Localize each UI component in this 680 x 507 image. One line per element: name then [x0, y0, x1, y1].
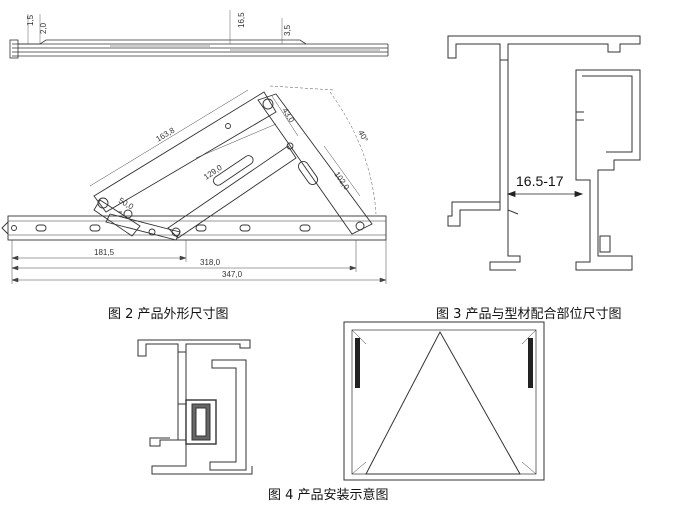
dim-slot: 129,0	[202, 163, 224, 182]
dim-link-long: 163,8	[154, 125, 176, 143]
fig2-top-view	[9, 10, 389, 59]
dim-top-3: 16,5	[237, 12, 246, 28]
dim-top-2: 2,0	[39, 22, 48, 34]
fig4-right-hinge	[528, 338, 533, 388]
dim-small: 50,0	[117, 196, 135, 212]
fig3-profile	[447, 35, 641, 271]
dim-base-1: 181,5	[94, 248, 115, 257]
fig4-window	[343, 321, 545, 481]
angle-arc	[269, 85, 377, 215]
dim-link-right: 102,0	[332, 170, 351, 192]
fig2-front-view	[1, 91, 387, 241]
fig4-left-hinge	[355, 338, 360, 388]
fig3-gap-label: 16.5-17	[516, 173, 564, 189]
dim-top-1: 1,5	[26, 14, 35, 26]
dim-base-3: 347,0	[222, 270, 243, 279]
fig2-caption: 图 2 产品外形尺寸图	[108, 307, 229, 322]
dim-link-short: 43,0	[280, 106, 296, 124]
fig4-caption: 图 4 产品安装示意图	[268, 488, 389, 503]
fig2-dimension-lines	[11, 89, 387, 284]
dim-top-4: 3,5	[283, 24, 292, 36]
dim-base-2: 318,0	[200, 258, 221, 267]
fig4-section	[137, 339, 253, 475]
fig3-gap-dimension	[506, 190, 584, 198]
fig3-caption: 图 3 产品与型材配合部位尺寸图	[436, 307, 622, 322]
